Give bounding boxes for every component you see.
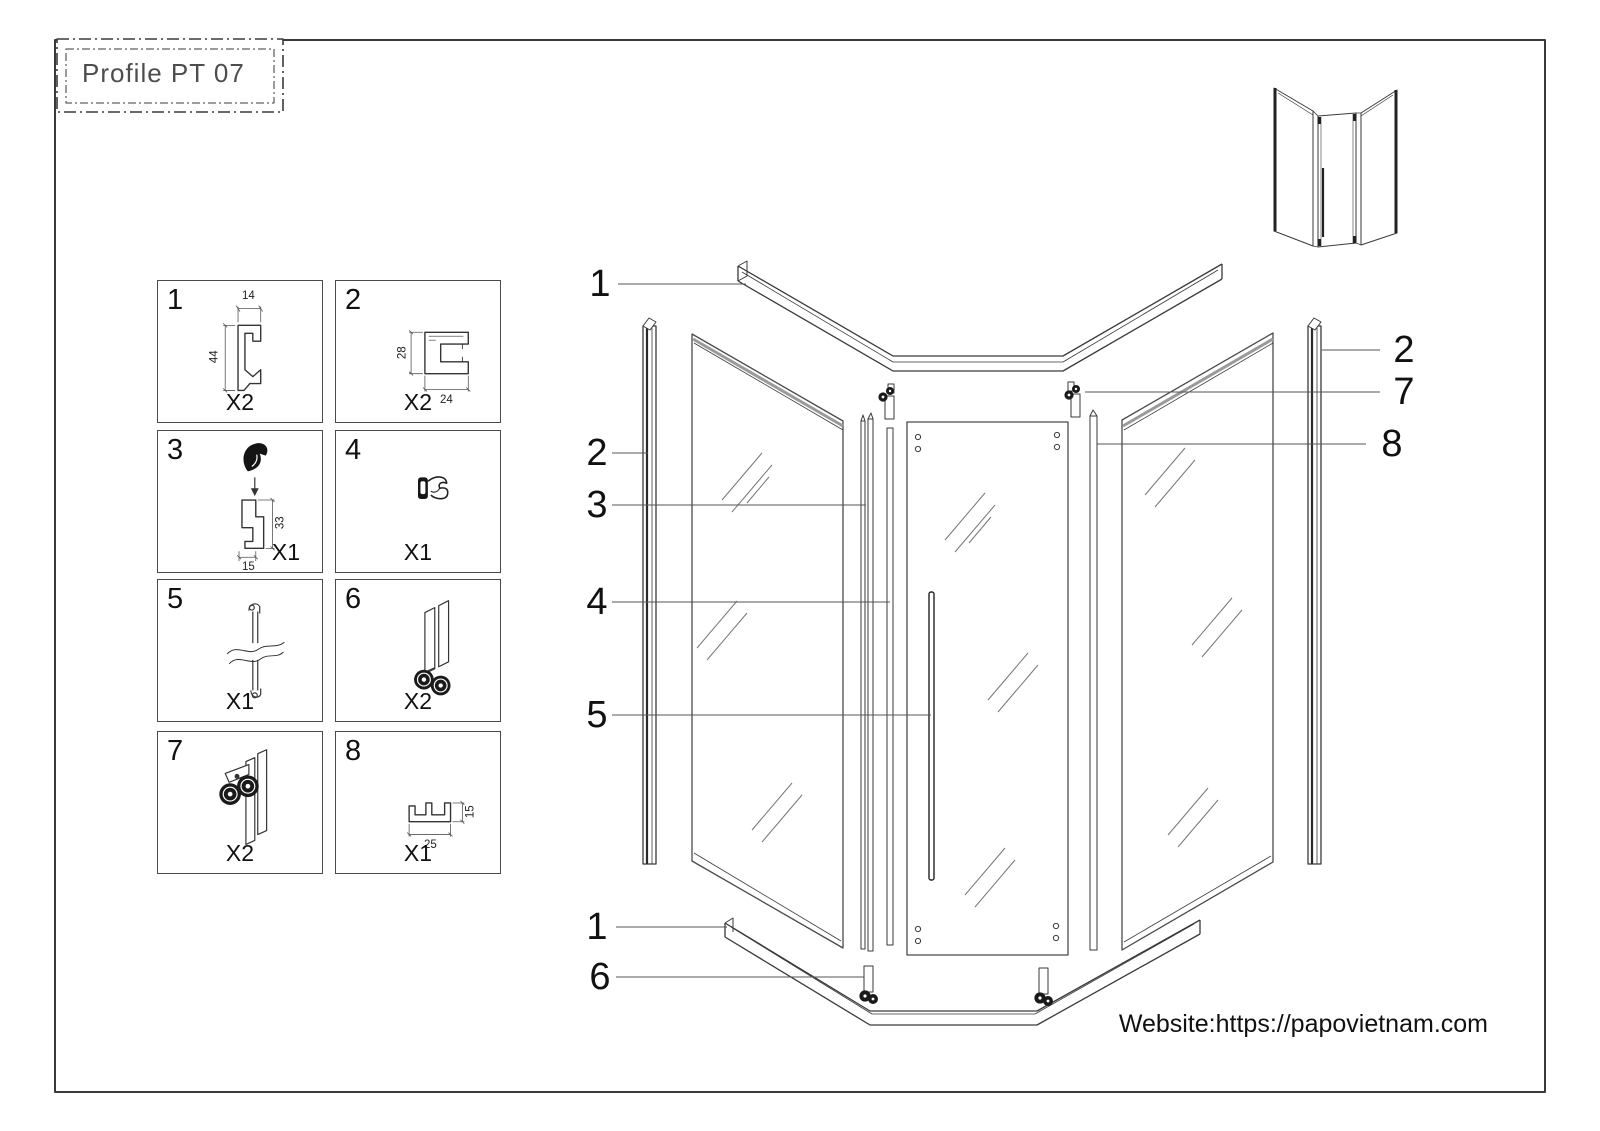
part-qty: X1 <box>403 840 433 866</box>
part-2-profile-drawing <box>408 330 471 392</box>
part-qty: X2 <box>225 389 255 415</box>
part-4-clip-drawing <box>418 476 449 500</box>
door-handle <box>928 591 935 881</box>
part-qty: X2 <box>403 688 433 714</box>
part-number: 3 <box>167 434 184 466</box>
dim-label: 44 <box>208 350 221 364</box>
title-text: Profile PT 07 <box>82 58 245 88</box>
right-wall-profile <box>1307 317 1322 865</box>
part-6-bottom-roller-drawing <box>414 600 451 696</box>
part-8-channel-drawing <box>406 800 465 837</box>
callout-1-top-rail: 1 <box>589 263 611 305</box>
part-1-profile-drawing <box>222 305 264 393</box>
part-box-3: 3 33 15 X1 <box>157 430 323 573</box>
part-number: 6 <box>345 583 362 615</box>
callout-2-left-profile: 2 <box>586 432 608 474</box>
part-box-4: 4 X1 <box>335 430 501 573</box>
part-box-2: 2 28 24 X2 <box>335 280 501 423</box>
part-number: 4 <box>345 434 362 466</box>
title-box <box>56 38 284 113</box>
callout-1-bottom-rail: 1 <box>586 906 608 948</box>
part-qty: X2 <box>225 840 255 866</box>
guide-strip-right <box>1089 409 1098 951</box>
part-number: 2 <box>345 284 362 316</box>
bottom-roller-right <box>1034 967 1053 1006</box>
callout-4-seal-strip: 4 <box>586 581 608 623</box>
part-qty: X1 <box>403 539 433 565</box>
part-5-handle-drawing <box>226 603 285 699</box>
part-3-seal-drawing <box>236 443 275 562</box>
part-number: 8 <box>345 735 362 767</box>
bottom-roller-left <box>859 965 878 1004</box>
right-glass-panel <box>1121 332 1274 951</box>
website-text: Website:https://papovietnam.com <box>1118 1010 1488 1038</box>
part-7-top-roller-drawing <box>219 749 268 845</box>
part-qty: X1 <box>225 688 255 714</box>
top-roller-left <box>878 383 895 420</box>
leader-lines <box>612 283 1380 978</box>
callout-7-top-roller: 7 <box>1393 371 1415 413</box>
dim-label: 25 <box>424 839 437 851</box>
dim-label: 33 <box>274 516 287 530</box>
part-number: 7 <box>167 735 184 767</box>
top-roller-right <box>1064 381 1081 418</box>
part-box-1: 1 14 44 X2 <box>157 280 323 423</box>
top-rail <box>737 260 1223 372</box>
page-border <box>54 39 1546 1093</box>
part-qty: X2 <box>403 389 433 415</box>
dim-label: 28 <box>396 346 409 360</box>
part-number: 1 <box>167 284 184 316</box>
magnet-seal-strips <box>860 412 894 952</box>
callout-3-magnet-strip: 3 <box>586 484 608 526</box>
dim-label: 14 <box>242 290 255 302</box>
callout-8-guide-strip: 8 <box>1381 423 1403 465</box>
part-number: 5 <box>167 583 184 615</box>
assembled-view-thumbnail <box>1273 87 1398 248</box>
callout-5-handle: 5 <box>586 694 608 736</box>
part-box-8: 8 25 15 X1 <box>335 731 501 874</box>
dim-label: 24 <box>440 394 453 406</box>
part-box-6: 6 X2 <box>335 579 501 722</box>
part-box-5: 5 X1 <box>157 579 323 722</box>
part-box-7: 7 X2 <box>157 731 323 874</box>
dim-label: 15 <box>242 561 255 573</box>
left-glass-panel <box>691 333 844 949</box>
bottom-rail <box>724 917 1201 1026</box>
callout-2-right-profile: 2 <box>1393 329 1415 371</box>
left-wall-profile <box>642 317 657 865</box>
callout-6-bottom-roller: 6 <box>589 956 611 998</box>
dim-label: 15 <box>464 805 477 819</box>
part-qty: X1 <box>271 539 300 565</box>
